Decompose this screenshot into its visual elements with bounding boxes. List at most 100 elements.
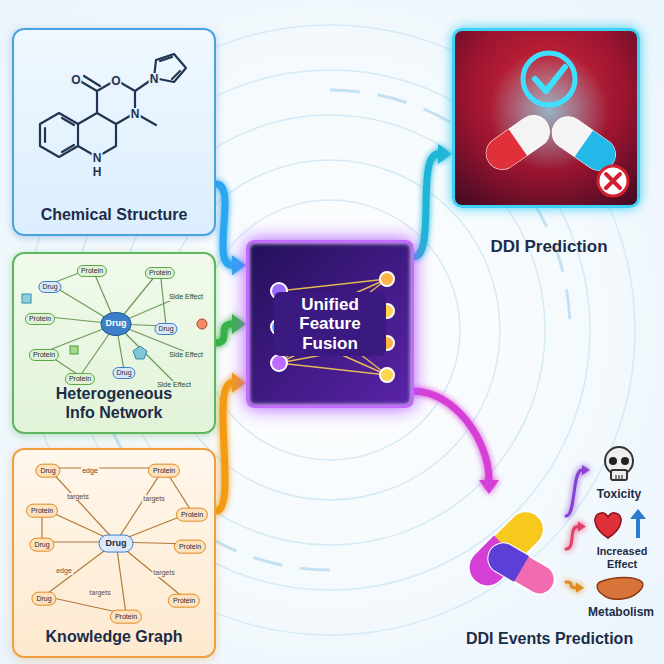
flow-arrow [216,314,246,343]
network-node: Protein [29,349,59,361]
arrow-line [216,184,232,265]
arrow-head [232,373,246,393]
illustration-part [44,128,46,142]
flow-arrow [216,373,246,511]
flow-arrow [414,391,499,494]
relation-label: edge [55,567,73,575]
illustration-part [160,57,172,61]
illustration-part [380,272,394,286]
ddi-illustration [455,31,643,211]
relation-label: targets [142,495,165,503]
arrow-head [438,144,452,164]
network-label: Side Effect [168,351,204,359]
illustration-part [279,363,387,375]
illustration-part [116,542,126,614]
illustration-part [483,538,529,582]
network-node: Drug [38,281,61,293]
graph-node: Protein [168,594,200,608]
relation-label: targets [88,589,111,597]
network-node: Drug [101,312,132,336]
arrow-head [576,583,584,593]
node-label: Chemical Structure [41,206,188,224]
arrow-line [414,154,438,257]
illustration-part [172,71,180,79]
node-label: Toxicity [597,488,641,502]
arrow-head [232,314,246,334]
node-label: Heterogeneous Info Network [52,385,177,422]
illustration-part [597,578,643,600]
illustration-part [78,113,116,157]
illustration-part [40,268,186,382]
illustration-part [22,294,31,303]
graph-node: Drug [35,464,60,478]
graph-node: Protein [26,504,58,518]
graph-node: Drug [31,592,56,606]
illustration-part [595,513,621,538]
illustration-part [133,346,147,359]
illustration-part [279,279,387,291]
illustration-part [40,113,78,157]
illustration-part [621,457,629,465]
illustration-part [606,174,620,188]
illustration-part [116,468,164,542]
event-icon: Toxicity [590,444,648,502]
node-label: Metabolism [588,606,654,620]
flow-arrow [566,582,584,593]
capsule-pair [456,494,566,604]
illustration-part [523,53,575,105]
network-label: Side Effect [168,293,204,301]
network-node: Drug [154,323,177,335]
flow-arrow [216,184,246,275]
flow-arrow [566,522,586,549]
event-icon: Increased Effect [586,508,658,570]
illustration-part [40,54,186,157]
arrow-line [566,470,582,516]
event-icon: Metabolism [584,574,658,620]
network-node: Protein [65,373,95,385]
illustration-part [609,457,617,465]
pill-group: DDI Events Prediction [456,494,566,604]
flow-arrow [566,465,590,516]
atom-label: N [149,73,160,86]
node-label: Increased Effect [587,545,657,570]
illustration-part [62,145,74,152]
atom-label: N [130,108,141,121]
arrow-line [414,391,489,480]
illustration-part [62,118,74,125]
graph-node: Protein [148,464,180,478]
input-box: Chemical StructureOONNNH [12,28,216,236]
input-box: Knowledge GraphDrugedgeProteintargetsPro… [12,448,216,658]
fusion-box: Unified Feature Fusion [246,240,414,408]
input-box: Heterogeneous Info NetworkProteinDrugPro… [12,252,216,434]
illustration-part [480,109,556,175]
illustration-part [611,470,627,480]
illustration-part [636,517,640,538]
arrow-line [216,324,232,343]
illustration-part [42,468,192,614]
arrow-head [578,522,586,532]
network-node: Drug [112,367,135,379]
network-node: Protein [25,313,55,325]
arrow-line [566,527,578,549]
arrow-head [232,255,246,275]
illustration-part [271,355,287,371]
illustration-part [630,509,646,519]
node-label: Knowledge Graph [46,628,183,646]
network-node: Protein [145,267,175,279]
flow-arrow [414,144,452,257]
graph-node: Protein [176,508,208,522]
illustration-part [48,468,116,542]
graph-node: Protein [174,540,206,554]
arrow-line [566,582,576,588]
node-label: DDI Prediction [490,237,607,257]
arrow-head [479,480,499,494]
atom-label: O [70,74,81,87]
illustration-part [483,538,560,600]
relation-label: targets [66,493,89,501]
atom-label: O [110,75,121,88]
illustration-part [70,346,78,354]
illustration-part [197,319,207,329]
graph-node: Drug [29,538,54,552]
node-label: Unified Feature Fusion [274,292,386,357]
